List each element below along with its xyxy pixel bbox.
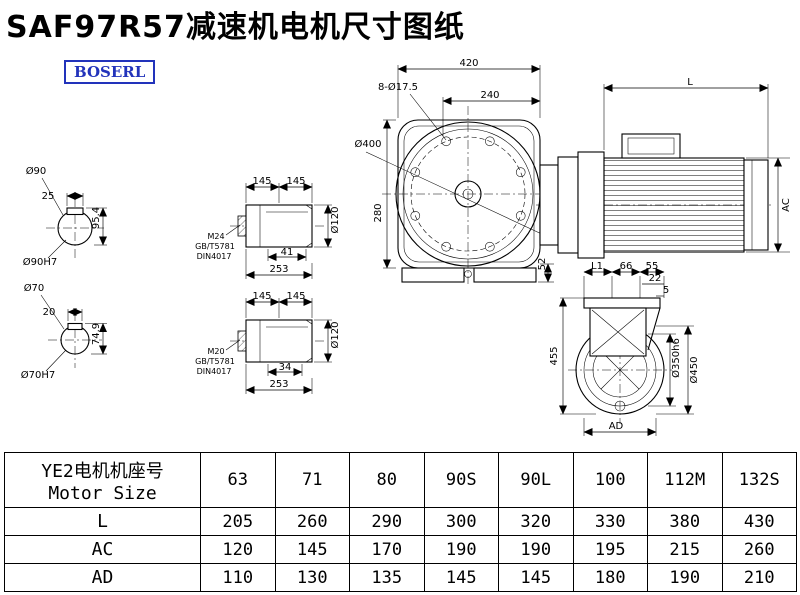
cell-AC-6: 215 — [647, 535, 723, 564]
cell-L-4: 320 — [498, 507, 574, 536]
dim-shaft-a-seg2: 145 — [286, 176, 305, 187]
size-90l: 90L — [498, 452, 574, 508]
cell-AD-4: 145 — [498, 563, 574, 592]
boserl-logo: BOSERL — [64, 60, 156, 84]
table-row-AD: AD 110 130 135 145 145 180 190 210 — [4, 563, 797, 592]
cell-AD-1: 130 — [274, 563, 350, 592]
dim-shaft-b-seg2: 145 — [286, 291, 305, 302]
shaft-section-a: 25 95.4 Ø90 Ø90H7 — [23, 165, 107, 268]
dim-front-foot: 52 — [537, 258, 548, 271]
label-shaft-a-thread: M24 — [207, 232, 224, 241]
table-header-cell: YE2电机机座号 Motor Size — [4, 452, 201, 508]
dim-shaft-a-dia: Ø90 — [26, 165, 47, 177]
cell-AD-2: 135 — [349, 563, 425, 592]
cell-L-1: 260 — [274, 507, 350, 536]
size-90s: 90S — [423, 452, 499, 508]
dim-flange-66: 66 — [620, 261, 633, 272]
dim-shaft-b-fit: Ø70H7 — [21, 369, 55, 381]
label-shaft-a-std1: GB/T5781 — [195, 242, 235, 251]
page-title: SAF97R57减速机电机尺寸图纸 — [6, 10, 465, 45]
dim-shaft-b-seg1: 145 — [252, 291, 271, 302]
flange-side-view: 455 Ø350h6 Ø450 AD L1 66 55 22 — [549, 261, 700, 436]
row-label-AD: AD — [4, 563, 201, 592]
dim-flange-ad: AD — [609, 421, 624, 432]
cell-AC-4: 190 — [498, 535, 574, 564]
cell-AD-3: 145 — [423, 563, 499, 592]
cell-L-5: 330 — [572, 507, 648, 536]
table-header-row: YE2电机机座号 Motor Size 63 71 80 90S 90L 100… — [4, 452, 797, 508]
table-row-L: L 205 260 290 300 320 330 380 430 — [4, 507, 797, 536]
cell-L-0: 205 — [200, 507, 276, 536]
cell-AC-2: 170 — [349, 535, 425, 564]
technical-drawing: 25 95.4 Ø90 Ø90H7 20 74.9 Ø70 — [21, 58, 792, 436]
dim-shaft-a-key: 25 — [42, 191, 55, 202]
cell-L-3: 300 — [423, 507, 499, 536]
dim-shaft-a-keylen: 41 — [281, 247, 294, 258]
dim-shaft-b-height: 74.9 — [91, 323, 102, 345]
cell-AC-5: 195 — [572, 535, 648, 564]
table-header-cn: YE2电机机座号 — [41, 460, 164, 482]
table-header-en: Motor Size — [48, 482, 157, 504]
dim-front-inner: 240 — [480, 90, 499, 101]
cell-L-6: 380 — [647, 507, 723, 536]
size-80: 80 — [349, 452, 425, 508]
shaft-side-a: 145 145 Ø120 M24 GB/T5781 DIN4017 41 253 — [195, 176, 341, 279]
table-row-AC: AC 120 145 170 190 190 195 215 260 — [4, 535, 797, 564]
dim-front-height: 280 — [373, 203, 384, 222]
size-100: 100 — [572, 452, 648, 508]
dim-shaft-a-seg1: 145 — [252, 176, 271, 187]
cell-AD-0: 110 — [200, 563, 276, 592]
size-112m: 112M — [647, 452, 723, 508]
dim-shaft-b-dia120: Ø120 — [329, 322, 341, 349]
front-view: Ø400 420 240 8-Ø17.5 280 52 — [355, 58, 554, 284]
dim-flange-450: Ø450 — [688, 357, 700, 384]
dim-flange-455: 455 — [549, 346, 560, 365]
label-shaft-b-thread: M20 — [207, 347, 224, 356]
bolt-holes — [410, 136, 526, 252]
label-shaft-a-std2: DIN4017 — [197, 252, 232, 261]
shaft-section-b: 20 74.9 Ø70 Ø70H7 — [21, 282, 107, 381]
row-label-AC: AC — [4, 535, 201, 564]
row-label-L: L — [4, 507, 201, 536]
dim-shaft-b-key: 20 — [43, 307, 56, 318]
dim-shaft-a-len: 253 — [269, 264, 288, 275]
size-132s: 132S — [721, 452, 797, 508]
dim-shaft-a-dia120: Ø120 — [329, 207, 341, 234]
motor-size-table: YE2电机机座号 Motor Size 63 71 80 90S 90L 100… — [4, 452, 797, 592]
dim-shaft-a-height: 95.4 — [91, 207, 102, 229]
cell-AD-7: 210 — [721, 563, 797, 592]
dim-front-width: 420 — [459, 58, 478, 69]
dim-motor-length: L — [687, 77, 693, 88]
dim-shaft-b-dia: Ø70 — [24, 282, 45, 294]
size-63: 63 — [200, 452, 276, 508]
motor-side-view: L AC — [536, 77, 792, 259]
cell-AC-7: 260 — [721, 535, 797, 564]
dim-flange-5: 5 — [663, 285, 669, 296]
dim-shaft-b-keylen: 34 — [279, 362, 292, 373]
dim-front-bolts: 8-Ø17.5 — [378, 81, 418, 93]
dim-shaft-a-fit: Ø90H7 — [23, 256, 57, 268]
cell-L-2: 290 — [349, 507, 425, 536]
dim-shaft-b-len: 253 — [269, 379, 288, 390]
cell-AD-6: 190 — [647, 563, 723, 592]
cell-AD-5: 180 — [572, 563, 648, 592]
dim-flange-55: 55 — [646, 261, 659, 272]
dim-flange-l1: L1 — [591, 261, 603, 272]
dim-flange-22: 22 — [649, 273, 662, 284]
label-shaft-b-std2: DIN4017 — [197, 367, 232, 376]
dim-front-dia: Ø400 — [355, 138, 382, 150]
cell-AC-1: 145 — [274, 535, 350, 564]
shaft-side-b: 145 145 Ø120 M20 GB/T5781 DIN4017 34 253 — [195, 291, 341, 394]
dim-motor-ac: AC — [781, 198, 792, 212]
size-71: 71 — [274, 452, 350, 508]
cell-AC-0: 120 — [200, 535, 276, 564]
cell-AC-3: 190 — [423, 535, 499, 564]
dim-flange-350: Ø350h6 — [670, 338, 682, 378]
label-shaft-b-std1: GB/T5781 — [195, 357, 235, 366]
cell-L-7: 430 — [721, 507, 797, 536]
